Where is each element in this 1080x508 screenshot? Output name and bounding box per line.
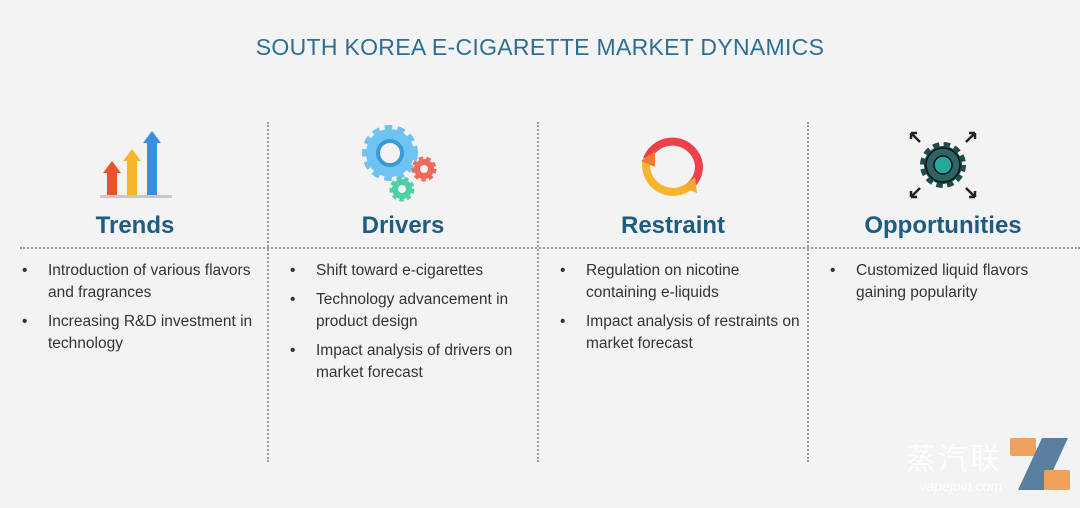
- list-item: Impact analysis of drivers on market for…: [290, 340, 532, 384]
- list-item: Introduction of various flavors and frag…: [22, 260, 264, 304]
- divider: [267, 122, 269, 462]
- bullet-list: Customized liquid flavors gaining popula…: [830, 260, 1072, 311]
- column-heading: Trends: [95, 212, 175, 239]
- list-item: Increasing R&D investment in technology: [22, 311, 264, 355]
- list-item: Shift toward e-cigarettes: [290, 260, 532, 282]
- column-opportunities: Opportunities Customized liquid flavors …: [808, 120, 1078, 301]
- bullet-list: Shift toward e-cigarettes Technology adv…: [290, 260, 532, 391]
- bullet-list: Introduction of various flavors and frag…: [22, 260, 264, 362]
- page-title: SOUTH KOREA E-CIGARETTE MARKET DYNAMICS: [255, 34, 825, 60]
- expand-gear-icon: [808, 120, 1078, 210]
- cycle-arrows-icon: [538, 120, 808, 210]
- list-item: Regulation on nicotine containing e-liqu…: [560, 260, 802, 304]
- watermark-cn: 蒸汽联: [906, 443, 1002, 476]
- column-heading: Drivers: [361, 212, 445, 239]
- gears-icon: [268, 120, 538, 210]
- divider: [807, 122, 809, 462]
- bullet-list: Regulation on nicotine containing e-liqu…: [560, 260, 802, 362]
- vapejoin-logo-icon: [1010, 438, 1070, 490]
- column-trends: Trends Introduction of various flavors a…: [0, 120, 270, 352]
- column-drivers: Drivers Shift toward e-cigarettes Techno…: [268, 120, 538, 381]
- column-heading: Opportunities: [864, 212, 1022, 239]
- watermark-logo: 蒸汽联 vapejoin.com: [906, 434, 1072, 494]
- column-heading: Restraint: [620, 212, 726, 239]
- watermark-en: vapejoin.com: [919, 478, 1003, 494]
- divider: [20, 247, 1080, 249]
- divider: [537, 122, 539, 462]
- column-restraint: Restraint Regulation on nicotine contain…: [538, 120, 808, 352]
- list-item: Impact analysis of restraints on market …: [560, 311, 802, 355]
- bar-arrows-icon: [0, 120, 270, 210]
- list-item: Customized liquid flavors gaining popula…: [830, 260, 1072, 304]
- list-item: Technology advancement in product design: [290, 289, 532, 333]
